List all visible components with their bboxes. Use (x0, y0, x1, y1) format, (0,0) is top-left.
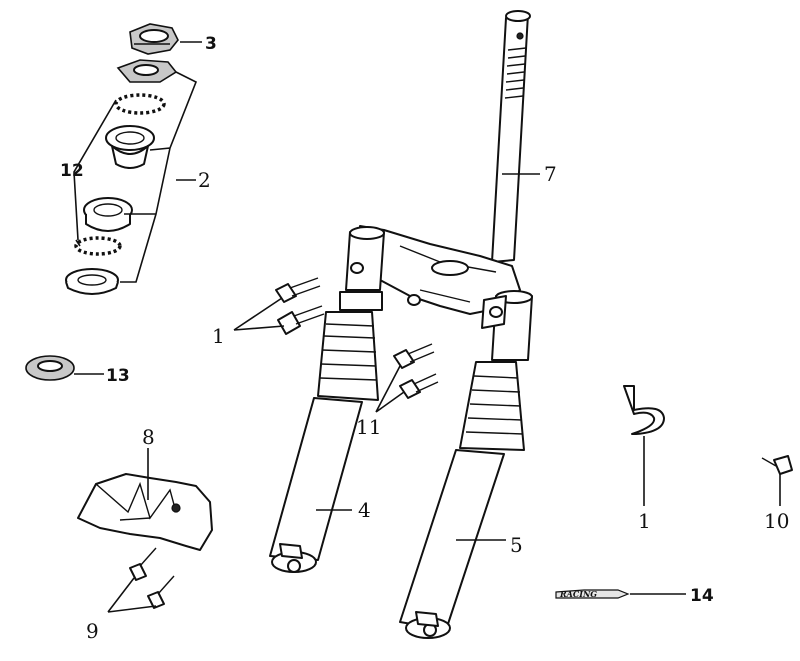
dust-seal-part-13 (25, 355, 104, 381)
right-fork-leg-part-5 (399, 290, 533, 639)
top-cone-race (116, 59, 178, 83)
pinch-bolts-part-1 (275, 277, 325, 335)
callout-5: 5 (510, 533, 523, 557)
callout-8: 8 (142, 425, 155, 449)
lower-ball-race-12 (74, 236, 122, 256)
callout-13: 13 (106, 366, 130, 386)
callout-7: 7 (544, 162, 557, 186)
callout-1a: 1 (212, 324, 225, 348)
callout-11: 11 (356, 415, 381, 439)
callout-9: 9 (86, 619, 99, 643)
upper-ball-race-12 (114, 93, 166, 115)
callout-14: 14 (690, 586, 714, 606)
brake-hose-clip-part-1 (623, 385, 665, 435)
screws-part-9 (129, 547, 175, 609)
left-fork-leg-part-4 (269, 226, 385, 573)
callout-10: 10 (764, 509, 789, 533)
callout-4: 4 (358, 498, 371, 522)
callout-1b: 1 (638, 509, 651, 533)
screw-part-10 (761, 455, 793, 475)
fork-cover-part-8 (77, 473, 213, 551)
lower-bearing-cup (83, 197, 133, 232)
steering-nut-part-3 (129, 23, 179, 55)
bottom-cone-race (65, 268, 119, 295)
callout-3: 3 (205, 34, 217, 54)
emblem-text: RACING (559, 589, 597, 599)
clamp-bolts-part-11 (393, 343, 439, 399)
racing-emblem-part-14: RACING (555, 589, 630, 599)
callout-12: 12 (60, 161, 84, 181)
upper-bearing-cup (105, 125, 155, 169)
callout-2: 2 (198, 168, 211, 192)
steering-stem-part-7 (491, 10, 531, 263)
